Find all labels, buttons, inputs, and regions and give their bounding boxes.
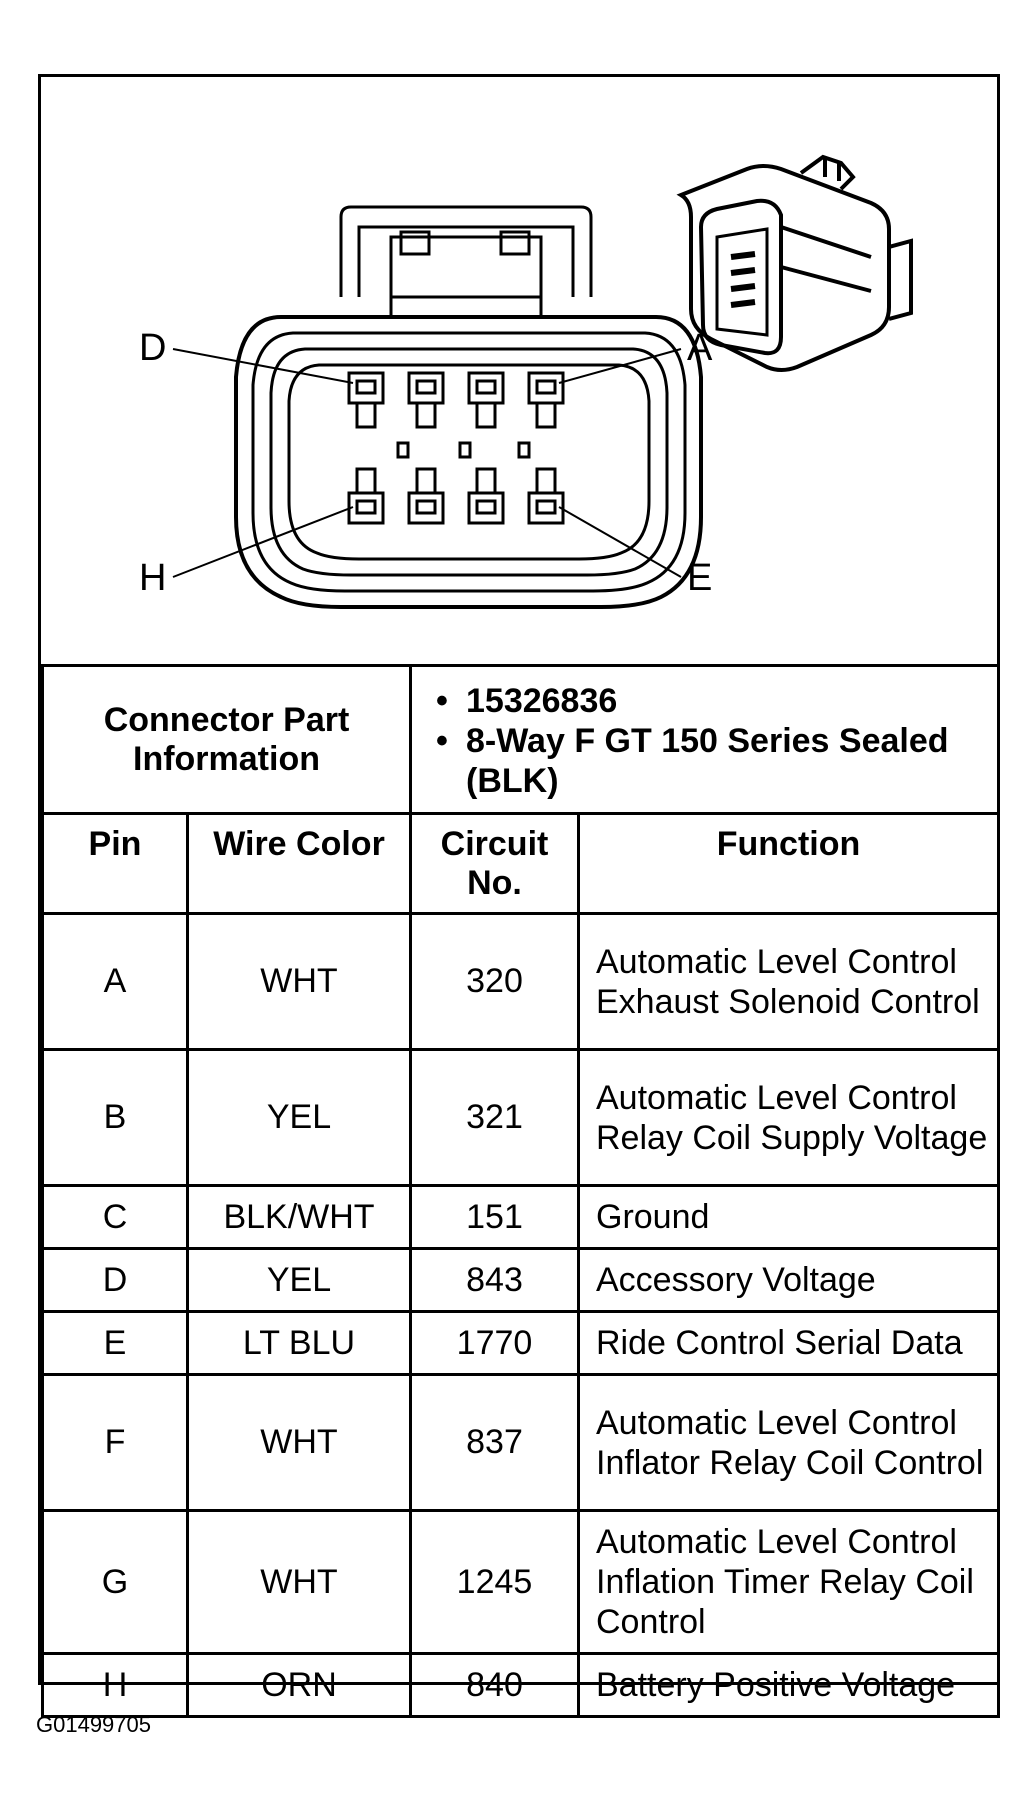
wire-color-cell: LT BLU <box>186 1310 412 1376</box>
wire-color-cell: BLK/WHT <box>186 1184 412 1250</box>
connector-info-header: Connector Part Information <box>41 664 412 815</box>
pin-cell: F <box>41 1373 189 1512</box>
wire-color-cell: WHT <box>186 1509 412 1655</box>
pin-cell: E <box>41 1310 189 1376</box>
wire-color-cell: YEL <box>186 1048 412 1187</box>
pin-label-d: D <box>139 327 167 369</box>
pin-label-h: H <box>139 557 167 599</box>
wire-color-cell: WHT <box>186 912 412 1051</box>
function-cell: Battery Positive Voltage <box>577 1652 1000 1718</box>
table-header-row: Pin Wire Color Circuit No. Function <box>41 812 1000 915</box>
circuit-cell: 837 <box>409 1373 580 1512</box>
circuit-cell: 840 <box>409 1652 580 1718</box>
function-cell: Ground <box>577 1184 1000 1250</box>
circuit-cell: 320 <box>409 912 580 1051</box>
circuit-cell: 843 <box>409 1247 580 1313</box>
circuit-cell: 1770 <box>409 1310 580 1376</box>
connector-part-number: 15326836 <box>422 681 987 721</box>
wire-color-cell: YEL <box>186 1247 412 1313</box>
circuit-cell: 321 <box>409 1048 580 1187</box>
wire-color-cell: ORN <box>186 1652 412 1718</box>
connector-description: 8-Way F GT 150 Series Sealed (BLK) <box>422 721 987 801</box>
pin-cell: D <box>41 1247 189 1313</box>
connector-info-row: Connector Part Information 15326836 8-Wa… <box>41 664 1000 815</box>
connector-info-details: 15326836 8-Way F GT 150 Series Sealed (B… <box>409 664 1000 815</box>
pin-label-a: A <box>687 327 713 369</box>
connector-figure: D A H E Connector Part Information 15326… <box>38 74 1000 1718</box>
connector-face-diagram: D A H E <box>41 77 997 667</box>
connector-info-list: 15326836 8-Way F GT 150 Series Sealed (B… <box>422 681 987 801</box>
function-cell: Automatic Level Control Exhaust Solenoid… <box>577 912 1000 1051</box>
figure-id: G01499705 <box>36 1712 151 1737</box>
function-cell: Automatic Level Control Inflation Timer … <box>577 1509 1000 1655</box>
pin-cell: B <box>41 1048 189 1187</box>
pin-cell: C <box>41 1184 189 1250</box>
wire-color-cell: WHT <box>186 1373 412 1512</box>
pinout-table: Connector Part Information 15326836 8-Wa… <box>41 664 1000 1718</box>
pin-cell: A <box>41 912 189 1051</box>
circuit-cell: 1245 <box>409 1509 580 1655</box>
col-header-pin: Pin <box>41 812 189 915</box>
circuit-cell: 151 <box>409 1184 580 1250</box>
function-cell: Ride Control Serial Data <box>577 1310 1000 1376</box>
col-header-wire-color: Wire Color <box>186 812 412 915</box>
function-cell: Accessory Voltage <box>577 1247 1000 1313</box>
pin-label-e: E <box>687 557 713 599</box>
pin-cell: H <box>41 1652 189 1718</box>
function-cell: Automatic Level Control Inflator Relay C… <box>577 1373 1000 1512</box>
col-header-circuit-no: Circuit No. <box>409 812 580 915</box>
pin-cell: G <box>41 1509 189 1655</box>
col-header-function: Function <box>577 812 1000 915</box>
function-cell: Automatic Level Control Relay Coil Suppl… <box>577 1048 1000 1187</box>
connector-drawing <box>172 154 913 609</box>
